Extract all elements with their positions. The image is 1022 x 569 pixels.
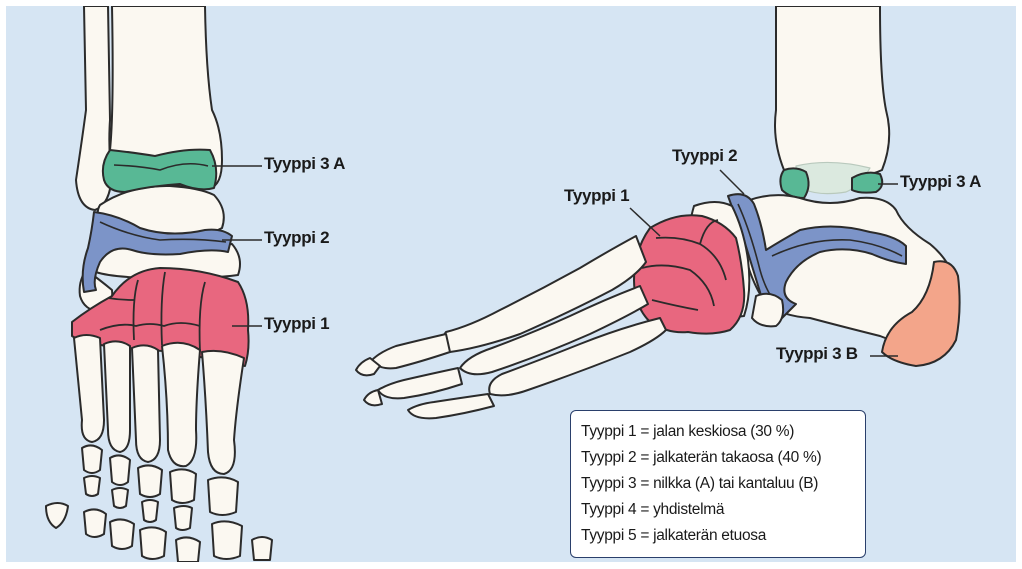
- type3a-region-side-left: [780, 168, 808, 198]
- label-type3a-side: Tyyppi 3 A: [900, 172, 981, 192]
- legend-item-type2: Tyyppi 2 = jalkaterän takaosa (40 %): [581, 445, 855, 471]
- label-type1-side: Tyyppi 1: [564, 186, 629, 206]
- label-type3a-front: Tyyppi 3 A: [264, 154, 345, 174]
- tibia-bone-side: [775, 6, 889, 177]
- label-type3b-side: Tyyppi 3 B: [776, 344, 858, 364]
- front-view: [46, 6, 272, 562]
- type1-region-side: [634, 215, 744, 333]
- side-view: [356, 6, 960, 418]
- legend-item-type4: Tyyppi 4 = yhdistelmä: [581, 497, 855, 523]
- legend-box: Tyyppi 1 = jalan keskiosa (30 %) Tyyppi …: [570, 410, 866, 558]
- type3a-region-side-right: [852, 173, 882, 193]
- phalanges-front: [46, 445, 272, 562]
- legend-item-type5: Tyyppi 5 = jalkaterän etuosa: [581, 523, 855, 549]
- cuboid-bone-side: [752, 294, 783, 327]
- legend-item-type1: Tyyppi 1 = jalan keskiosa (30 %): [581, 419, 855, 445]
- legend-item-type3: Tyyppi 3 = nilkka (A) tai kantaluu (B): [581, 471, 855, 497]
- label-type2-side: Tyyppi 2: [672, 146, 737, 166]
- label-type1-front: Tyyppi 1: [264, 314, 329, 334]
- metatarsal-bones-side: [442, 236, 666, 395]
- label-type2-front: Tyyppi 2: [264, 228, 329, 248]
- type3a-region-front: [103, 150, 216, 192]
